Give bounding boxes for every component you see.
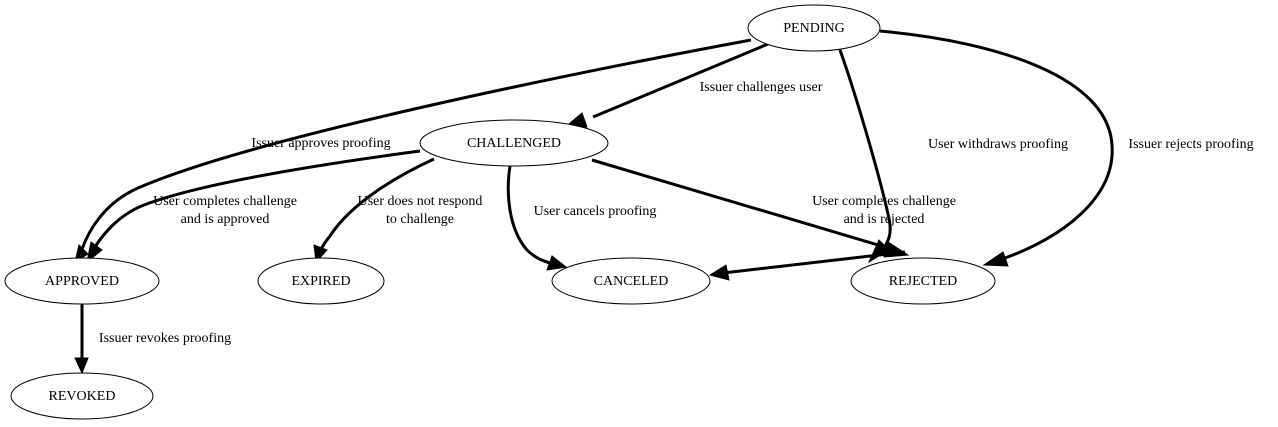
edge-label: User withdraws proofing [928,137,1068,152]
node-label: EXPIRED [291,274,350,289]
arrowhead-icon [982,251,1009,267]
arrowhead-icon [708,264,730,281]
edge-label-line: User cancels proofing [534,204,657,219]
node-label: PENDING [783,21,844,36]
edge-label-line: Issuer revokes proofing [99,331,231,346]
edge-challenged-approved [86,149,421,264]
node-revoked[interactable]: REVOKED [10,372,154,420]
node-shape[interactable] [10,372,154,420]
node-shape[interactable] [747,4,881,52]
edge-line [79,38,752,253]
edge-label: Issuer revokes proofing [99,331,231,346]
node-rejected[interactable]: REJECTED [850,257,996,305]
edge-line [592,42,769,119]
node-pending[interactable]: PENDING [747,4,881,52]
node-label: CANCELED [594,274,669,289]
node-canceled[interactable]: CANCELED [551,257,711,305]
edge-label: User completes challenge and is rejected [812,194,956,227]
edge-label-line: User completes challenge [153,194,297,209]
node-shape[interactable] [850,257,996,305]
arrowhead-icon [86,241,103,264]
node-approved[interactable]: APPROVED [4,257,160,305]
node-label: APPROVED [45,274,119,289]
node-shape[interactable] [4,257,160,305]
node-shape[interactable] [257,257,385,305]
edge-label-line: Issuer approves proofing [251,136,390,151]
edge-label: Issuer rejects proofing [1128,137,1253,152]
node-label: REJECTED [889,274,957,289]
edge-challenged-expired [313,157,435,264]
edge-line [318,157,435,253]
edge-rejected-canceled [708,250,906,281]
edge-approved-revoked [74,304,89,375]
edge-label-line: User completes challenge [812,194,956,209]
edge-label-line: User withdraws proofing [928,137,1068,152]
edge-label-line: Issuer challenges user [700,80,823,95]
node-label: REVOKED [49,389,116,404]
edge-line [90,149,421,253]
edge-challenged-canceled [506,165,568,271]
edge-label: Issuer challenges user [700,80,823,95]
edge-label: User cancels proofing [534,204,657,219]
edge-label: User completes challenge and is approved [153,194,297,227]
edge-label: User does not respond to challenge [358,194,483,227]
edge-label-line: and is rejected [844,212,925,227]
node-shape[interactable] [551,257,711,305]
node-label: CHALLENGED [467,136,561,151]
edge-label-line: to challenge [386,212,454,227]
arrowhead-icon [546,255,568,271]
edge-line [591,158,896,252]
edge-line [506,165,554,266]
arrowhead-icon [74,357,89,375]
edge-labels-layer: Issuer approves proofing Issuer challenge… [99,80,1254,346]
node-shape[interactable] [419,119,609,167]
edge-line [879,29,1114,260]
edge-label-line: and is approved [181,212,270,227]
edge-label: Issuer approves proofing [251,136,390,151]
node-challenged[interactable]: CHALLENGED [419,119,609,167]
nodes-layer: PENDING CHALLENGED APPROVED EXPIRED CANCELED… [4,4,996,420]
edge-label-line: User does not respond [358,194,483,209]
edge-line [838,49,892,254]
node-expired[interactable]: EXPIRED [257,257,385,305]
edge-pending-rejected [838,49,892,264]
edge-pending-rejected-issuer [879,29,1114,267]
edge-label-line: Issuer rejects proofing [1128,137,1253,152]
edges-layer [74,29,1114,375]
edge-line [722,250,906,275]
